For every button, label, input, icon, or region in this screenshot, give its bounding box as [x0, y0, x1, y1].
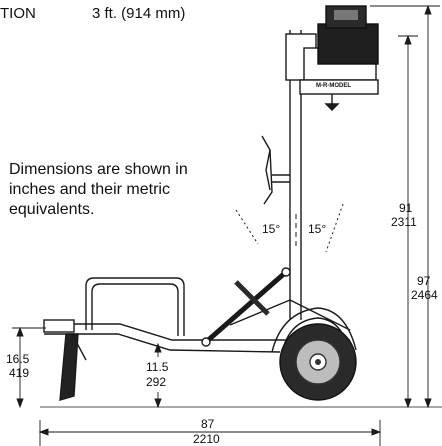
length-mm: 2210 — [193, 432, 220, 446]
tilt-left-label: 15° — [262, 222, 281, 236]
mast-height-in: 91 — [399, 201, 413, 215]
header-fragment: TION — [0, 5, 36, 22]
lift-cylinder — [201, 267, 291, 347]
wheel — [279, 323, 357, 401]
trailer-frame — [43, 277, 351, 353]
seat — [261, 135, 290, 205]
mast-height-mm: 2311 — [391, 215, 417, 229]
tilt-right-label: 15° — [308, 222, 327, 236]
total-height-in: 97 — [417, 274, 431, 288]
total-height-mm: 2464 — [411, 288, 438, 302]
dim-line-length — [38, 420, 382, 446]
length-in: 87 — [201, 417, 215, 431]
dim-line-ground-clearance — [154, 342, 162, 409]
header-value: 3 ft. (914 mm) — [92, 5, 186, 22]
model-plate-label: M-R-MODEL — [316, 83, 351, 89]
stabilizer-jack — [59, 333, 87, 401]
jack-height-mm: 419 — [9, 366, 30, 380]
tilt-guides — [235, 203, 344, 253]
dim-line-mast-height — [398, 34, 418, 409]
dim-line-total-height — [370, 4, 440, 409]
head-assembly — [285, 5, 379, 111]
ground-clearance-in: 11.5 — [146, 360, 169, 374]
dimensions-note: Dimensions are shown in inches and their… — [9, 161, 188, 218]
ground-clearance-mm: 292 — [146, 375, 167, 389]
jack-height-in: 16.5 — [6, 352, 30, 366]
dim-line-jack-height — [12, 326, 46, 409]
